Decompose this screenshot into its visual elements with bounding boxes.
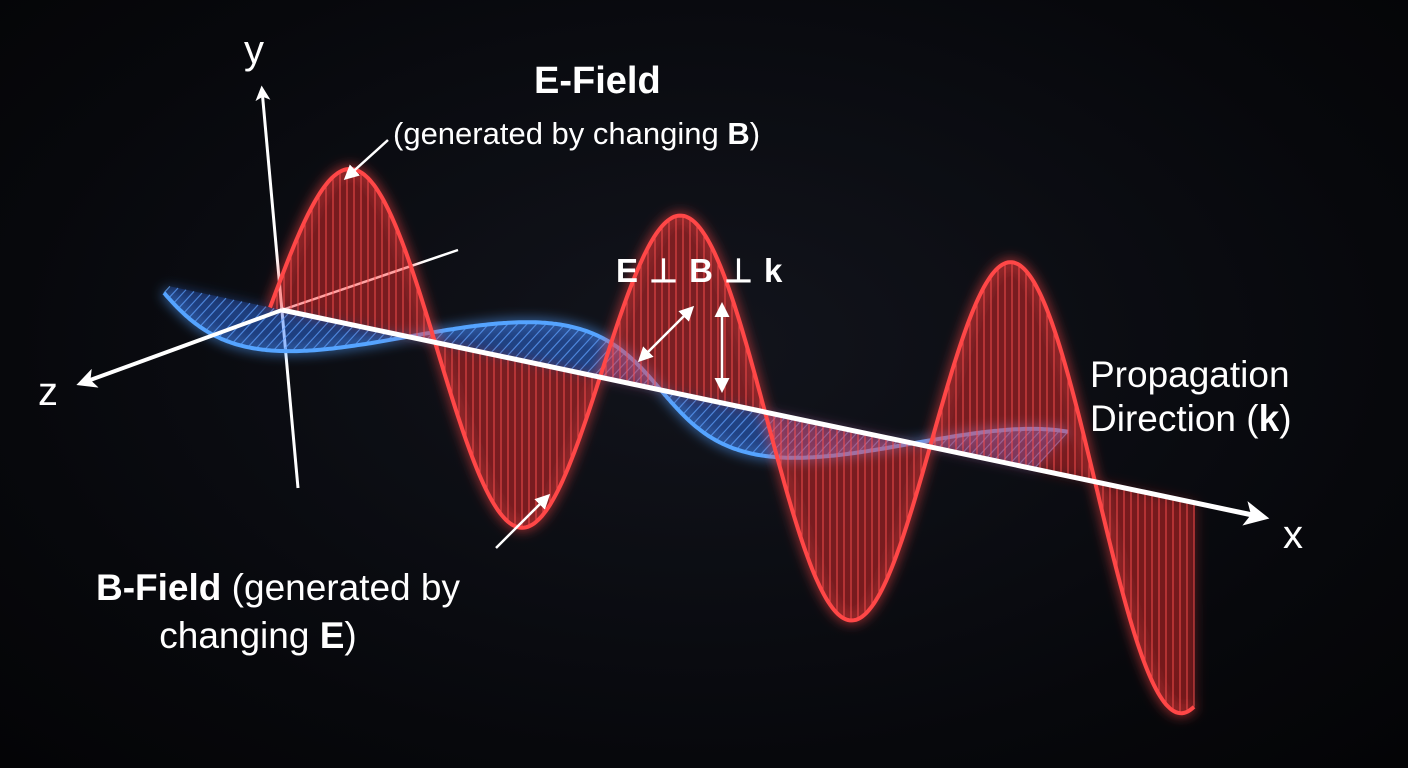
e-field-title: E-Field	[534, 60, 661, 102]
propagation-label: Propagation Direction (k)	[1090, 354, 1292, 440]
x-axis-label: x	[1283, 513, 1303, 557]
y-axis-label: y	[244, 28, 264, 72]
e-field-pointer-arrow	[343, 139, 389, 181]
perpendicular-arrow-diagonal	[637, 305, 695, 363]
b-field-pointer-arrow	[495, 493, 551, 549]
b-field-label: B-Field (generated by changing E)	[96, 567, 460, 657]
x-axis-line	[281, 307, 1270, 526]
e-field-wave	[268, 166, 1196, 716]
z-axis-line	[76, 308, 283, 388]
z-axis-label: z	[38, 370, 58, 414]
e-field-subtitle: (generated by changing B)	[393, 116, 761, 151]
b-field-hatch-line	[163, 285, 171, 294]
perpendicular-relation-label: E ⊥ B ⊥ k	[616, 252, 784, 289]
